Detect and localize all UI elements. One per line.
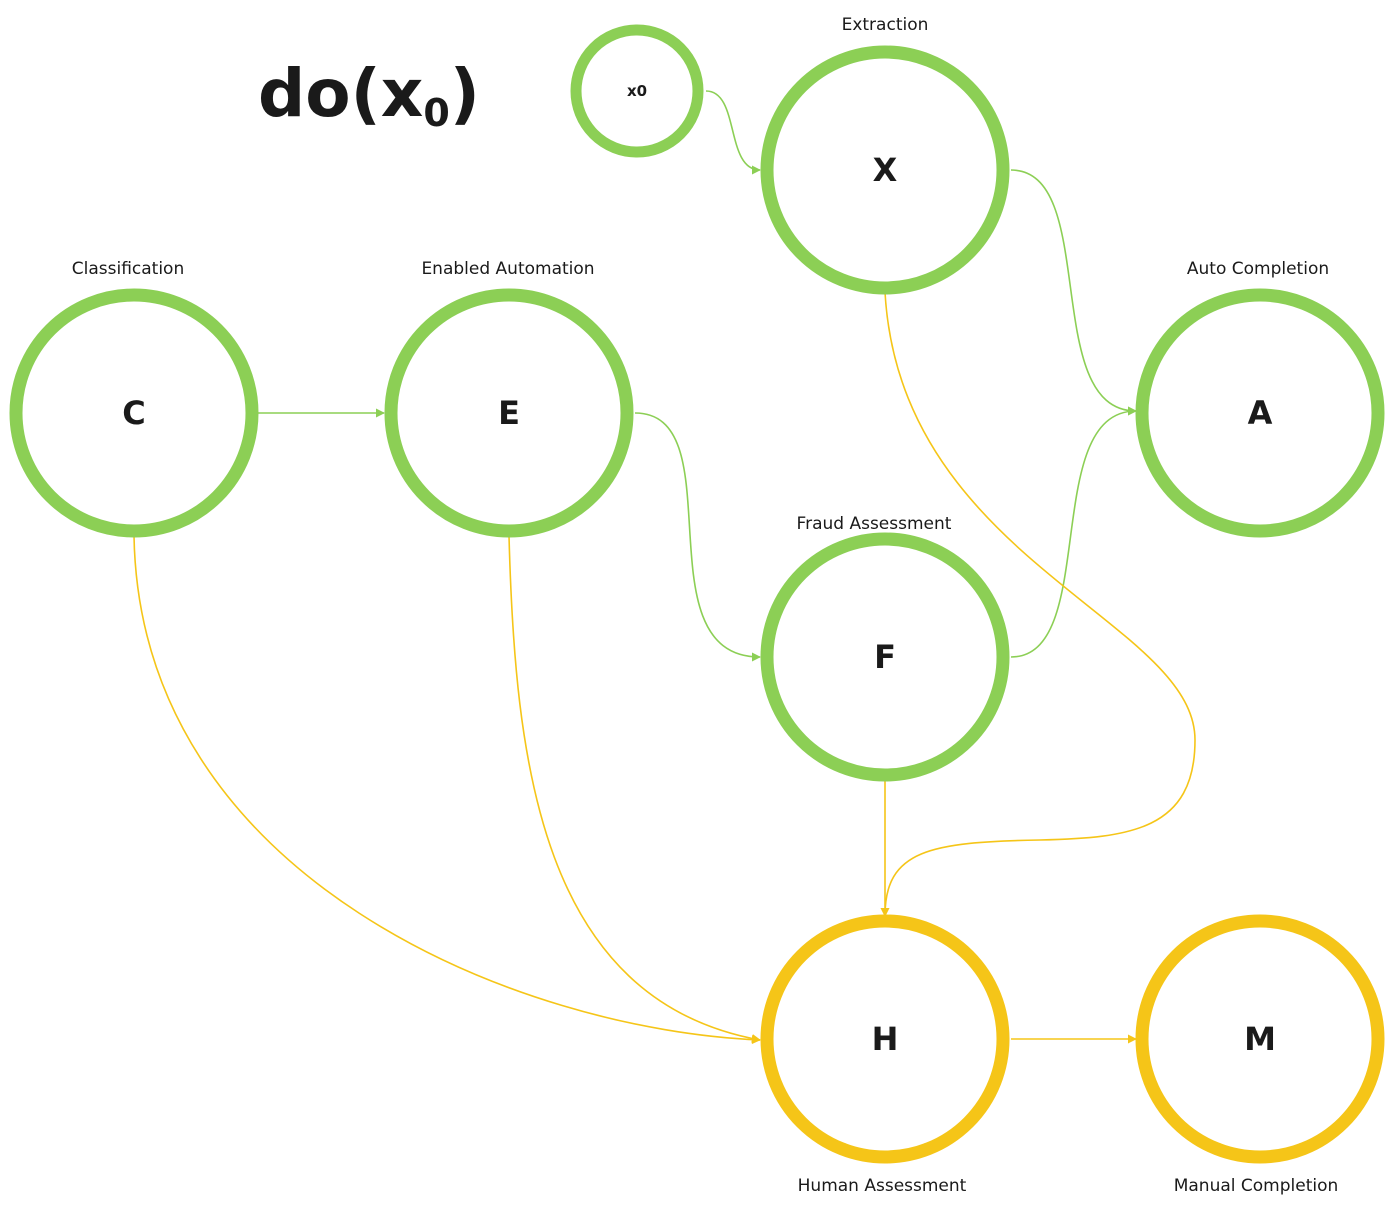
node-x0-label: x0: [627, 82, 647, 100]
node-a: Auto Completion A: [1135, 259, 1385, 538]
edge-e-to-h: [508, 535, 761, 1043]
node-a-caption: Auto Completion: [1187, 259, 1329, 279]
node-e-label: E: [498, 394, 520, 432]
svg-text:do(x0): do(x0): [258, 55, 480, 135]
edge-e-to-f: [634, 412, 761, 662]
node-a-label: A: [1248, 394, 1273, 432]
edge-x0-to-x: [705, 90, 761, 175]
node-f-circle: [760, 532, 1010, 782]
edge-c-to-h: [133, 535, 761, 1045]
node-m: M Manual Completion: [1135, 914, 1385, 1196]
node-m-caption: Manual Completion: [1174, 1176, 1339, 1196]
node-h: H Human Assessment: [760, 914, 1010, 1196]
node-c-label: C: [122, 394, 145, 432]
node-x0: x0: [570, 24, 704, 158]
node-c-caption: Classification: [72, 259, 184, 279]
node-x: Extraction X: [760, 15, 1010, 295]
node-e-circle: [384, 288, 634, 538]
node-e-caption: Enabled Automation: [421, 259, 594, 279]
node-f-label: F: [874, 638, 896, 676]
edge-f-to-a: [1010, 406, 1137, 658]
node-m-circle: [1135, 914, 1385, 1164]
node-c: Classification C: [9, 259, 259, 538]
node-h-caption: Human Assessment: [798, 1176, 967, 1196]
intervention-title: do(x0): [258, 55, 480, 135]
node-x-circle: [760, 45, 1010, 295]
edge-x-to-h: [880, 291, 1196, 917]
node-x-label: X: [873, 151, 898, 189]
node-f-caption: Fraud Assessment: [797, 514, 952, 534]
node-a-circle: [1135, 288, 1385, 538]
edges: [133, 90, 1196, 1045]
node-c-circle: [9, 288, 259, 538]
title-suffix: ): [450, 55, 480, 132]
node-h-label: H: [872, 1020, 899, 1058]
node-h-circle: [760, 914, 1010, 1164]
node-f: Fraud Assessment F: [760, 514, 1010, 782]
edge-x-to-a: [1010, 169, 1137, 416]
node-e: Enabled Automation E: [384, 259, 634, 538]
node-x-caption: Extraction: [842, 15, 929, 35]
node-m-label: M: [1244, 1020, 1276, 1058]
title-prefix: do(x: [258, 55, 423, 132]
title-subscript: 0: [423, 91, 449, 135]
node-x0-circle: [570, 24, 704, 158]
